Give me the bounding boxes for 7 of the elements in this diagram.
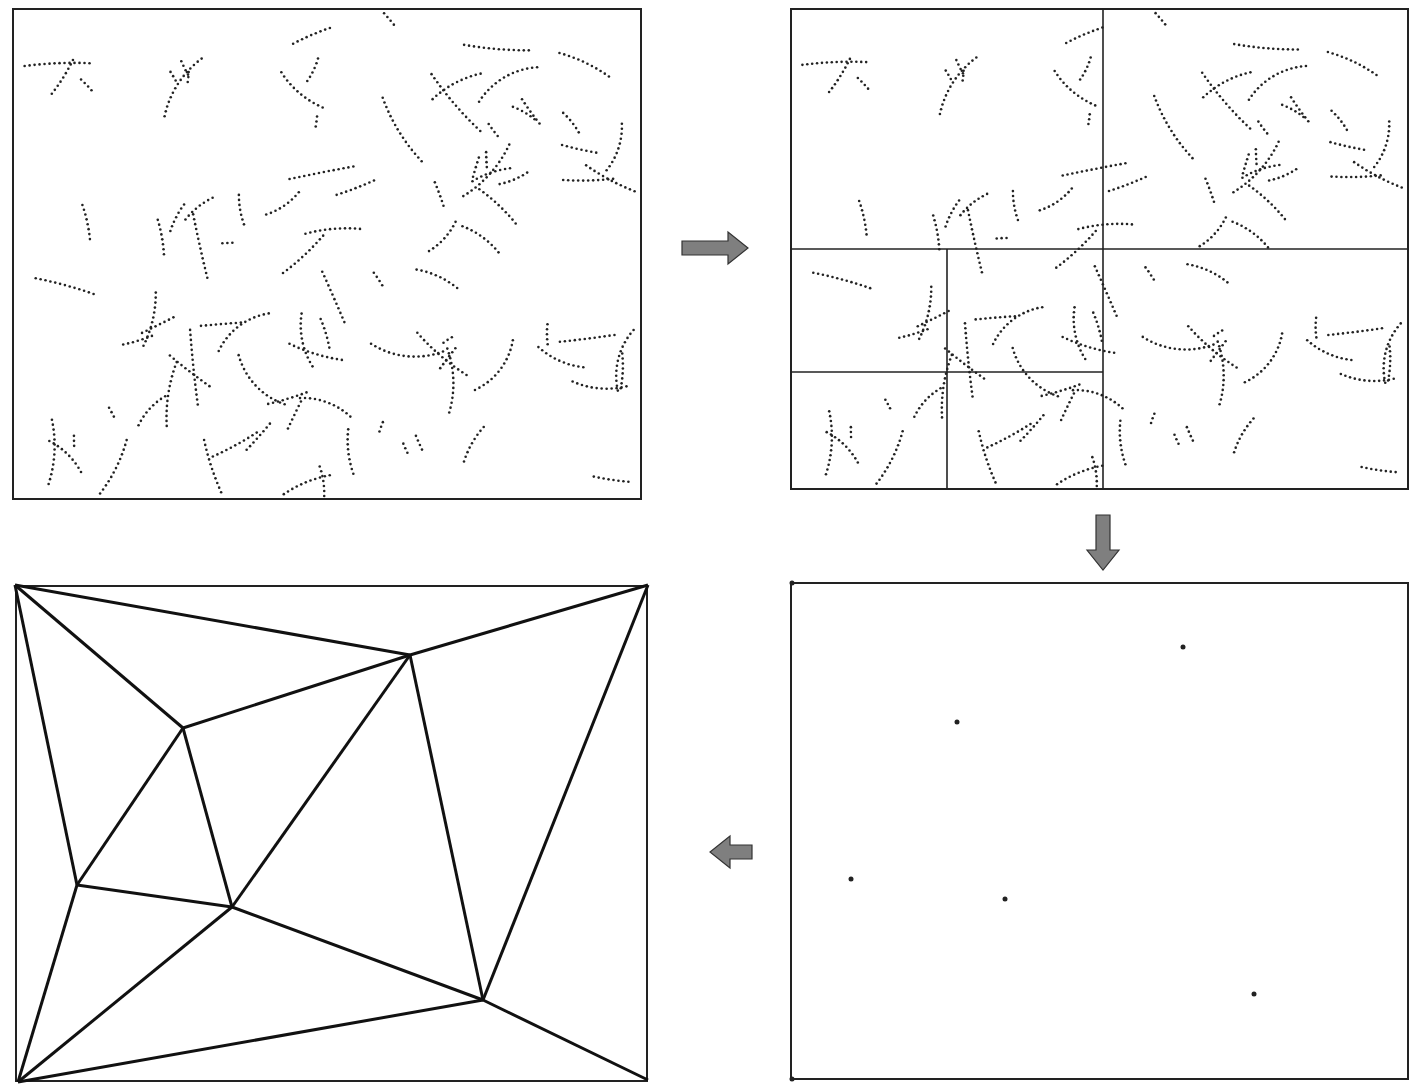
- triangulation-drawing: [15, 585, 648, 1082]
- block-arrow: [1085, 514, 1121, 571]
- block-arrow: [681, 230, 749, 266]
- point-cloud-drawing: [12, 8, 642, 500]
- quadtree-drawing: [790, 8, 1409, 490]
- sample-points-drawing: [790, 582, 1409, 1080]
- block-arrow: [709, 834, 753, 870]
